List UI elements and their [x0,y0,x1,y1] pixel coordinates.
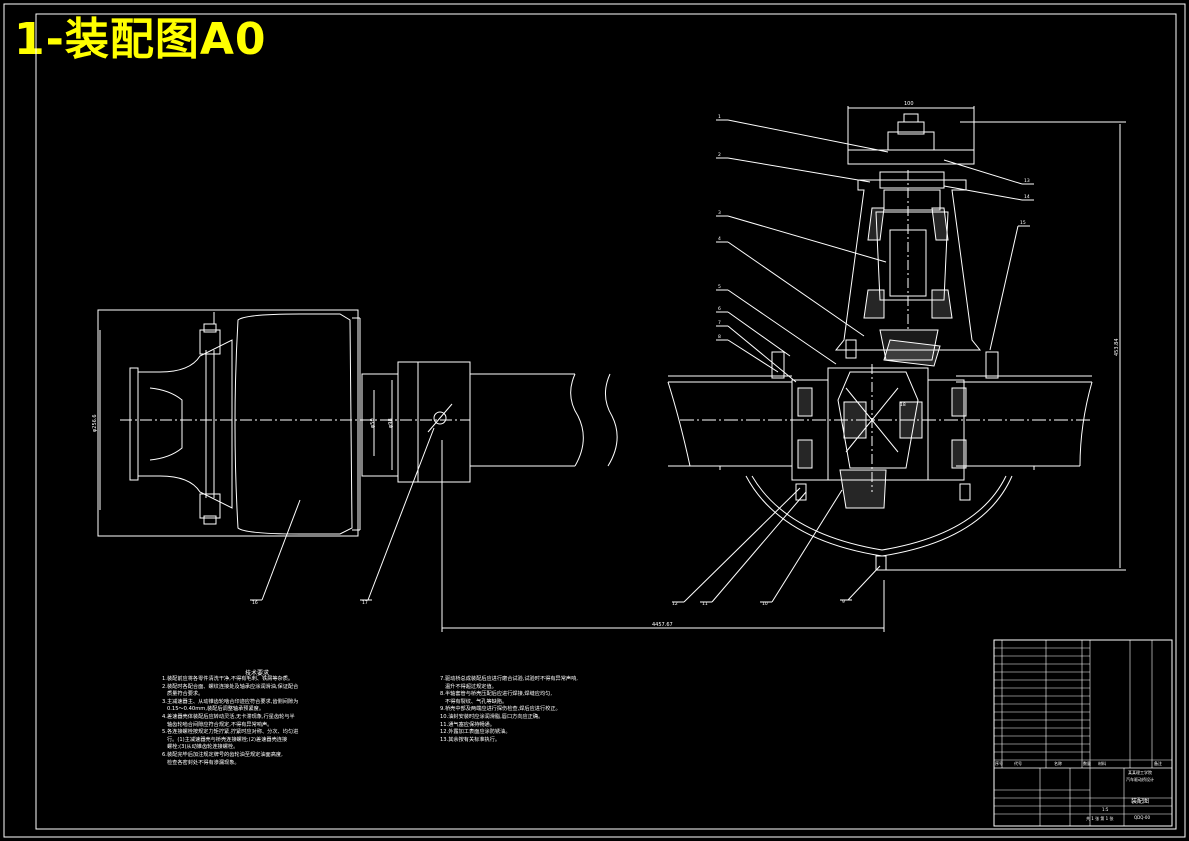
bom-header-index: 序号 [995,761,1003,766]
leader-label: 4 [718,236,721,242]
leader-label: 7 [718,320,721,326]
title-block-grid [993,639,1173,827]
right-view [667,106,1126,603]
leader-label: 14 [1024,194,1030,200]
leader-label: 18 [900,402,906,408]
inner-frame [35,13,1177,830]
leader-label: 13 [1024,178,1030,184]
scale: 1:5 [1102,807,1109,812]
left-view [97,309,885,632]
school-line-1: 某某理工学院 [1128,770,1152,775]
drawing-code: QDQ-00 [1134,815,1151,820]
title-block: 序号 代号 名称 数量 材料 备注 某某理工学院 汽车驱动桥设计 装配图 1:5… [994,640,1172,826]
leader-label: 15 [1020,220,1026,226]
dim-top-width: 100 [904,101,914,107]
tech-notes-heading: 技术要求 [245,670,270,677]
leader-label: 2 [718,152,721,158]
bom-header-code: 代号 [1014,761,1022,766]
leader-label: 6 [718,306,721,312]
outer-frame [3,3,1186,838]
leader-label: 9 [842,599,845,605]
leader-label: 8 [718,334,721,340]
leader-label: 17 [362,600,368,606]
bom-header-name: 名称 [1054,761,1062,766]
dim-height: 453.84 [1114,339,1120,357]
dim-hub-dia-1: φ50 [370,418,376,428]
leader-label: 3 [718,210,721,216]
leader-label: 11 [702,601,708,607]
dim-hub-dia-2: φ98 [388,418,394,428]
tech-notes-right: 7.驱动桥总成装配后应进行磨合试验,试验时不得有异常声响, 温升不得超过规定值。… [440,676,578,743]
sheet-title: 1-装配图A0 [14,14,267,65]
leader-label: 16 [252,600,258,606]
leader-label: 5 [718,284,721,290]
dim-left-dia: φ256.6 [92,414,98,432]
leader-label: 10 [762,601,768,607]
bom-header-remark: 备注 [1154,761,1162,766]
bom-header-material: 材料 [1098,761,1106,766]
leader-label: 12 [672,601,678,607]
leader-label: 1 [718,114,721,120]
school-line-2: 汽车驱动桥设计 [1126,777,1154,782]
dim-span: 4457.67 [652,622,673,628]
tech-notes-left: 1.装配前应将各零件清洗干净,不得有毛刺、铁屑等杂质。 2.装配时各配合面、螺纹… [162,676,299,766]
drawing-name: 装配图 [1131,798,1150,805]
sheet-info: 共 1 张 第 1 张 [1086,816,1114,821]
bom-header-qty: 数量 [1083,761,1091,766]
